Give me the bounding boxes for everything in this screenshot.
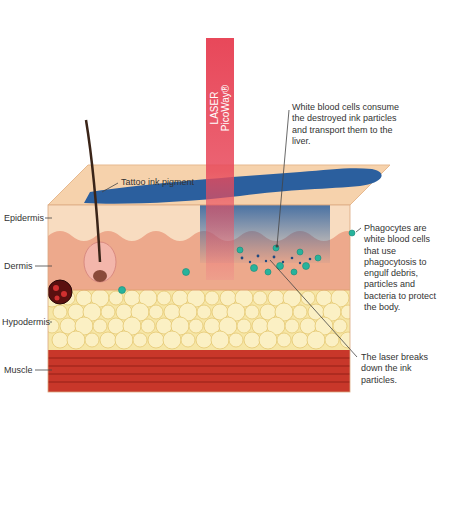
layer-name: Dermis — [4, 261, 46, 272]
callout-text: Tattoo ink pigment — [121, 177, 205, 188]
muscle-layer — [48, 350, 350, 392]
beam-label: LASER PicoWay® — [209, 80, 231, 136]
blood-vessel — [48, 280, 72, 304]
fat-cells — [48, 289, 350, 349]
callout-text: The laser breaks down the ink particles. — [361, 352, 445, 386]
ink-particles — [241, 255, 312, 265]
laser-beam: LASER PicoWay® — [206, 38, 234, 280]
layer-name: Muscle — [4, 365, 46, 376]
layer-name: Epidermis — [4, 213, 46, 224]
hair — [86, 120, 100, 262]
leader-lines — [35, 110, 361, 370]
phagocytes — [119, 230, 356, 294]
layer-name: Hypodermis — [2, 317, 50, 328]
callout-text: Phagocytes are white blood cells that us… — [364, 223, 444, 313]
callout-text: White blood cells consume the destroyed … — [292, 102, 410, 147]
